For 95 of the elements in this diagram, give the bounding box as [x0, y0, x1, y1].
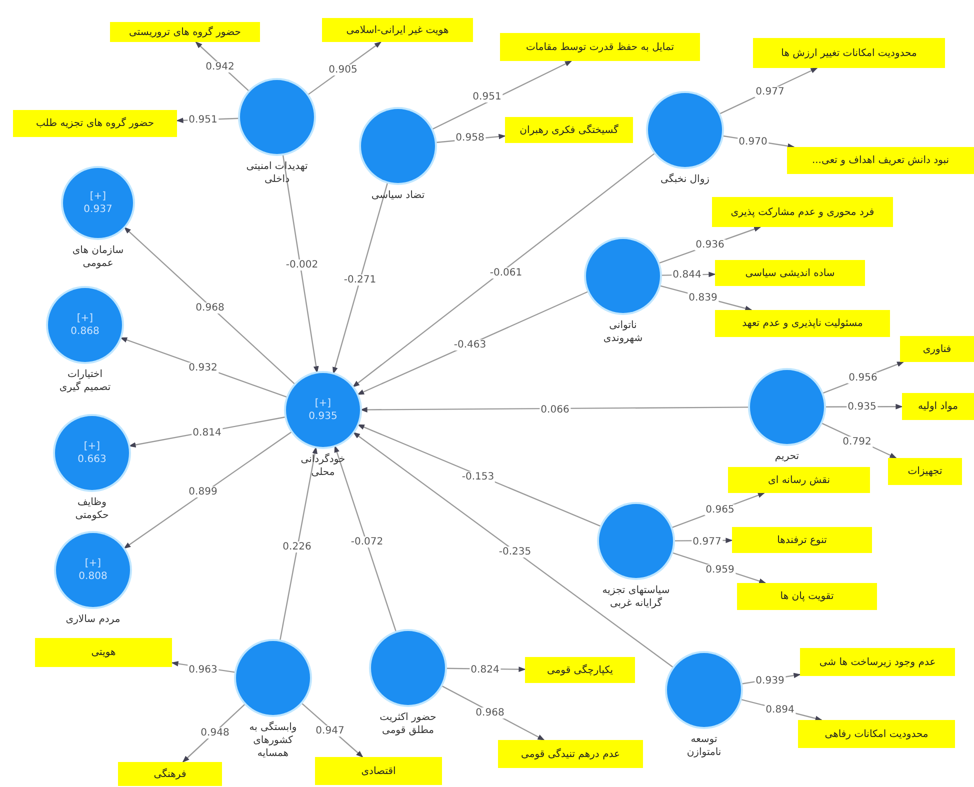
expand-marker: [+] — [84, 557, 102, 570]
indicator-box: فرد محوری و عدم مشارکت پذیری — [712, 197, 893, 227]
path-coefficient: 0.951 — [188, 114, 218, 126]
r-squared-value: 0.935 — [308, 410, 338, 423]
path-coefficient: 0.844 — [672, 270, 702, 280]
construct-name: تهدیدات امنیتی داخلی — [246, 160, 308, 186]
path-coefficient: 0.947 — [314, 726, 346, 736]
expand-marker: [+] — [76, 312, 94, 325]
path-coefficient: 0.951 — [472, 92, 502, 102]
path-coefficient: 0.936 — [694, 240, 726, 250]
path-coefficient: -0.271 — [342, 274, 378, 286]
expand-marker: [+] — [314, 397, 332, 410]
path-coefficient: 0.899 — [188, 486, 218, 498]
indicator-box: هویتی — [35, 638, 172, 667]
path-arrow — [357, 424, 602, 527]
indicator-box: فرهنگی — [118, 762, 222, 786]
expand-marker: [+] — [84, 440, 100, 453]
path-coefficient: 0.792 — [842, 436, 872, 448]
path-coefficient: -0.235 — [498, 546, 532, 558]
path-coefficient: 0.894 — [764, 704, 796, 716]
path-arrow — [334, 445, 397, 632]
path-coefficient: 0.977 — [692, 536, 722, 548]
construct-name: اختیارات تصمیم گیری — [58, 368, 112, 394]
path-coefficient: 0.814 — [192, 428, 222, 438]
path-coefficient: 0.226 — [282, 542, 312, 552]
indicator-box: تقویت پان ها — [737, 583, 877, 610]
construct-name: زوال نخبگی — [660, 173, 710, 186]
indicator-box: حضور گروه های تروریستی — [110, 22, 260, 42]
path-coefficient: 0.977 — [754, 86, 786, 98]
path-arrow — [352, 152, 656, 388]
path-coefficient: 0.905 — [328, 64, 358, 76]
path-coefficient: 0.965 — [704, 504, 736, 516]
indicator-box: حضور گروه های تجزیه طلب — [13, 110, 177, 137]
path-arrow — [360, 406, 749, 412]
path-arrow — [124, 226, 296, 385]
indicator-box: مسئولیت ناپذیری و عدم تعهد — [715, 310, 890, 337]
path-coefficient: -0.153 — [460, 472, 496, 482]
indicator-box: تنوع ترفندها — [732, 527, 872, 553]
indicator-box: اقتصادی — [315, 757, 442, 785]
r-squared-value: 0.663 — [78, 453, 106, 466]
construct-name: وابستگی به کشورهای همسایه — [248, 721, 298, 760]
r-squared-value: 0.868 — [70, 325, 100, 338]
path-coefficient: 0.935 — [846, 402, 878, 412]
construct-name: سازمان های عمومی — [71, 244, 125, 270]
path-coefficient: -0.002 — [284, 260, 320, 270]
path-arrow — [279, 446, 318, 641]
path-arrow — [356, 290, 589, 396]
path-coefficient: 0.970 — [738, 136, 768, 148]
indicator-box: فناوری — [900, 336, 974, 362]
indicator-box: محدودیت امکانات رفاهی — [798, 720, 955, 748]
r-squared-value: 0.937 — [84, 203, 112, 216]
path-coefficient: -0.061 — [488, 268, 524, 278]
path-coefficient: 0.968 — [474, 708, 506, 718]
r-squared-value: 0.808 — [78, 570, 108, 583]
construct-name: تحریم — [774, 450, 800, 463]
indicator-box: مواد اولیه — [902, 393, 974, 420]
path-coefficient: 0.942 — [204, 62, 236, 72]
indicator-box: ساده اندیشی سیاسی — [715, 260, 865, 286]
indicator-box: نقش رسانه ای — [728, 467, 870, 493]
expand-marker: [+] — [90, 190, 106, 203]
path-coefficient: 0.959 — [704, 564, 736, 576]
path-arrow — [352, 432, 674, 668]
path-coefficient: -0.463 — [452, 340, 488, 350]
construct-name: توسعه نامتوازن — [686, 733, 722, 759]
construct-name: وظایف حکومتی — [74, 496, 110, 522]
indicator-box: عدم وجود زیرساخت ها شی — [800, 648, 955, 676]
construct-name: ناتوانی شهروندی — [602, 319, 644, 345]
path-coefficient: 0.968 — [194, 302, 226, 314]
path-arrow — [332, 182, 388, 374]
indicator-box: یکپارچگی قومی — [525, 657, 635, 683]
construct-name: تضاد سیاسی — [371, 189, 425, 202]
path-coefficient: -0.072 — [350, 536, 384, 548]
construct-name: خودگردانی محلی — [300, 453, 346, 479]
path-arrow — [282, 154, 319, 374]
indicator-box: تجهیزات — [888, 458, 962, 485]
indicator-box: هویت غیر ایرانی-اسلامی — [322, 18, 473, 42]
construct-name: حضور اکثریت مطلق قومی — [378, 711, 438, 737]
indicator-box: تمایل به حفظ قدرت توسط مقامات — [500, 33, 700, 61]
path-coefficient: 0.956 — [848, 372, 878, 384]
indicator-box: نبود دانش تعریف اهداف و تعی... — [787, 147, 974, 174]
path-coefficient: 0.958 — [454, 132, 486, 144]
path-coefficient: 0.824 — [470, 664, 500, 676]
path-coefficient: 0.939 — [754, 676, 786, 686]
path-coefficient: 0.839 — [688, 292, 718, 304]
path-arrow — [123, 431, 292, 549]
construct-name: سیاستهای تجزیه گرایانه غربی — [601, 584, 671, 610]
path-coefficient: 0.948 — [200, 728, 230, 738]
path-coefficient: 0.932 — [188, 362, 218, 374]
construct-name: مردم سالاری — [66, 613, 120, 626]
indicator-box: محدودیت امکانات تغییر ارزش ها — [753, 38, 945, 68]
path-coefficient: 0.066 — [540, 404, 570, 416]
path-coefficient: 0.963 — [188, 664, 218, 676]
path-arrow — [432, 60, 572, 130]
indicator-box: عدم درهم تنیدگی قومی — [498, 740, 643, 768]
indicator-box: گسیختگی فکری رهبران — [505, 117, 633, 143]
